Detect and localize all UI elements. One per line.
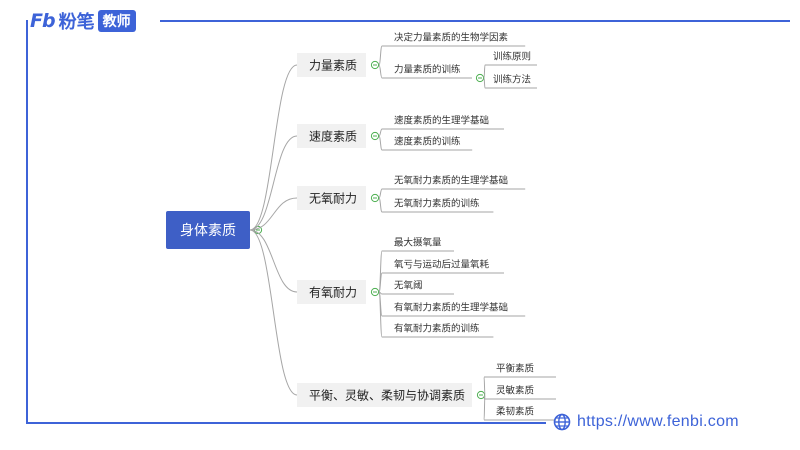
- child-label-0-0: 决定力量素质的生物学因素: [394, 32, 509, 44]
- child-label-1-1: 速度素质的训练: [394, 136, 461, 148]
- child-label-3-0: 最大摄氧量: [394, 237, 442, 249]
- child-label-3-2: 无氧阈: [394, 280, 423, 292]
- root-to-branch-4: [249, 229, 298, 396]
- frame-top-line: [160, 20, 790, 22]
- footer-url-text: https://www.fenbi.com: [577, 413, 739, 430]
- branch-0-to-child-0: [378, 45, 383, 66]
- branch-node-4[interactable]: [297, 383, 472, 407]
- branch-node-3[interactable]: [297, 280, 366, 304]
- branch-0-to-child-1: [378, 64, 383, 79]
- branch-label-4: 平衡、灵敏、柔韧与协调素质: [309, 388, 465, 403]
- branch-label-1: 速度素质: [309, 129, 357, 144]
- branch-4-to-child-0: [483, 376, 486, 396]
- branch-label-2: 无氧耐力: [309, 192, 357, 206]
- branch-3-to-child-1: [378, 272, 383, 293]
- child-label-2-1: 无氧耐力素质的训练: [394, 198, 480, 210]
- globe-icon: [553, 413, 571, 431]
- branch-node-2[interactable]: [297, 186, 366, 210]
- frame-bottom-line: [26, 422, 546, 424]
- root-node-label: 身体素质: [180, 223, 236, 239]
- child-0-1-to-grand-0: [483, 64, 486, 79]
- branch-label-0: 力量素质: [309, 59, 357, 73]
- brand-name: 粉笔: [58, 12, 95, 33]
- brand-tag: 教师: [97, 10, 136, 32]
- child-label-4-2: 柔韧素质: [496, 406, 535, 418]
- grandchild-label-0: 训练原则: [493, 51, 531, 63]
- child-label-2-0: 无氧耐力素质的生理学基础: [394, 175, 508, 187]
- brand-logo: Fb 粉笔 教师: [30, 8, 142, 34]
- branch-2-to-child-0: [378, 188, 383, 199]
- branch-node-1[interactable]: [297, 124, 366, 148]
- branch-node-0[interactable]: [297, 53, 366, 77]
- branch-label-3: 有氧耐力: [309, 286, 357, 300]
- child-label-3-4: 有氧耐力素质的训练: [394, 323, 480, 335]
- root-node[interactable]: [166, 211, 250, 249]
- grandchild-label-1: 训练方法: [493, 74, 531, 86]
- brand-mark: Fb: [30, 10, 56, 32]
- root-to-branch-0: [249, 64, 298, 231]
- branch-2-to-child-1: [378, 197, 383, 213]
- root-to-branch-3: [249, 229, 298, 293]
- branch-1-to-child-1: [378, 135, 383, 151]
- child-0-1-to-grand-1: [483, 77, 486, 89]
- child-label-3-3: 有氧耐力素质的生理学基础: [394, 302, 508, 314]
- child-label-0-1: 力量素质的训练: [394, 64, 461, 76]
- root-to-branch-1: [249, 135, 298, 231]
- frame-left-line: [26, 20, 28, 424]
- branch-3-to-child-4: [378, 291, 383, 338]
- branch-4-to-child-2: [483, 394, 486, 421]
- child-label-4-1: 灵敏素质: [496, 385, 535, 397]
- root-to-branch-2: [249, 197, 298, 231]
- child-label-3-1: 氧亏与运动后过量氧耗: [394, 259, 490, 271]
- footer-url[interactable]: https://www.fenbi.com: [553, 410, 739, 434]
- branch-1-to-child-0: [378, 128, 383, 137]
- child-label-4-0: 平衡素质: [496, 363, 535, 375]
- child-label-1-0: 速度素质的生理学基础: [394, 115, 489, 127]
